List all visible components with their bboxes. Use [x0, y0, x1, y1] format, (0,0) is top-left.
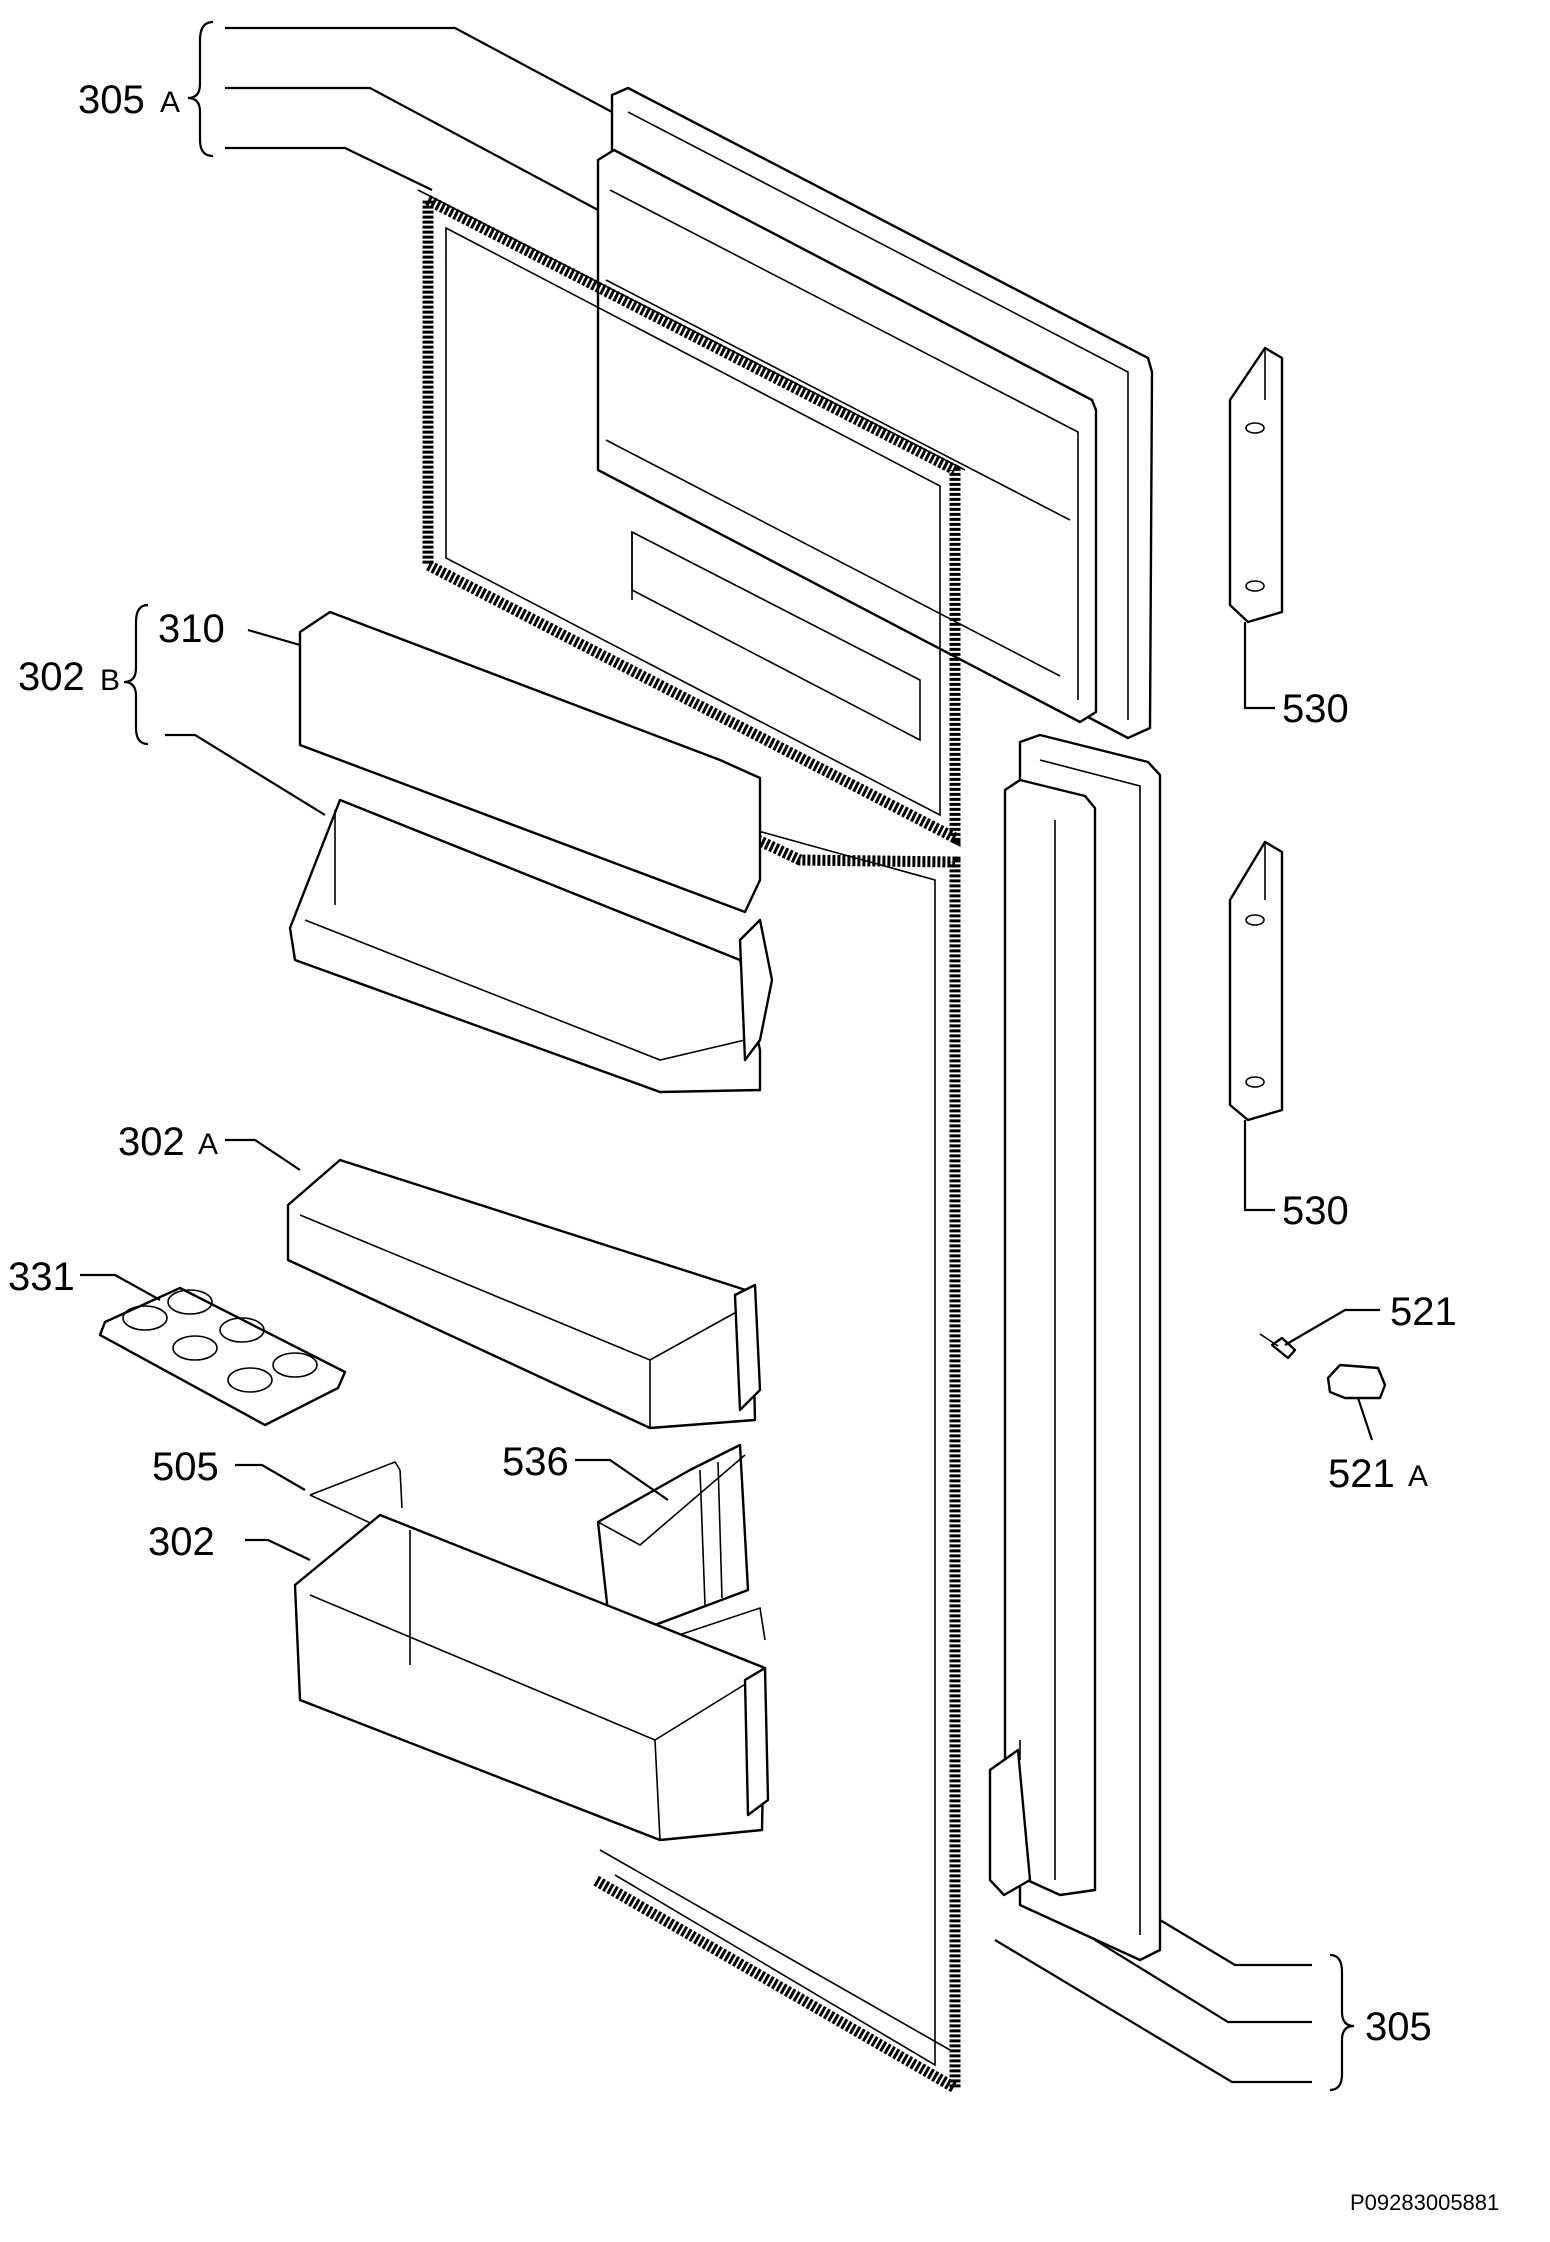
screw-cap	[1326, 1363, 1387, 1400]
freezer-door	[596, 86, 1154, 740]
label-521: 521	[1390, 1290, 1457, 1334]
label-305A-suffix: A	[160, 86, 180, 119]
label-302B-suffix: B	[100, 664, 120, 697]
bottle-divider	[596, 1443, 750, 1627]
inner-shelf	[631, 530, 921, 742]
label-302B-number: 302	[18, 655, 85, 699]
label-302A-suffix: A	[198, 1128, 218, 1161]
hinge-top	[1228, 346, 1284, 624]
label-521A-number: 521	[1328, 1452, 1395, 1496]
leader-lines	[80, 26, 1380, 2084]
door-shelf-302A	[286, 1158, 762, 1430]
label-331: 331	[8, 1255, 75, 1299]
door-shelf-302	[293, 1513, 770, 1842]
label-505: 505	[152, 1445, 219, 1489]
egg-tray	[98, 1286, 347, 1427]
brackets	[123, 20, 1355, 2092]
label-521A-suffix: A	[1408, 1460, 1428, 1493]
label-302A-number: 302	[118, 1120, 185, 1164]
dairy-compartment	[288, 798, 774, 1094]
screw	[1259, 1333, 1297, 1360]
label-302: 302	[148, 1520, 215, 1564]
label-530-bottom: 530	[1282, 1189, 1349, 1233]
label-536: 536	[502, 1440, 569, 1484]
dairy-flap	[298, 610, 762, 914]
label-305: 305	[1365, 2005, 1432, 2049]
freezer-door-gasket	[417, 189, 966, 848]
hinge-bottom	[1228, 840, 1284, 1122]
fridge-door	[988, 733, 1162, 1962]
label-530-top: 530	[1282, 687, 1349, 731]
label-310: 310	[158, 607, 225, 651]
drawing-code: P09283005881	[1350, 2190, 1499, 2215]
label-305A-number: 305	[78, 78, 145, 122]
